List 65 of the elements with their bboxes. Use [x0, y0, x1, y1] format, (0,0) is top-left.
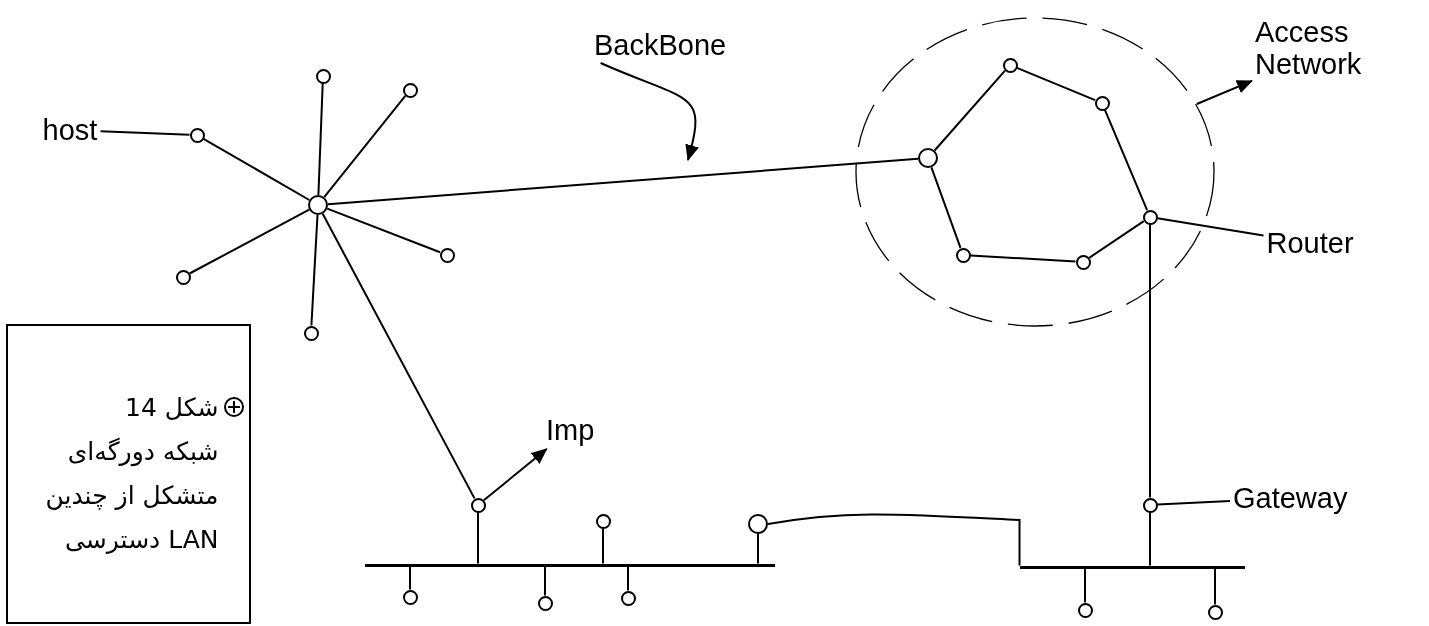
station-circle: [955, 247, 971, 263]
link-line: [544, 565, 546, 597]
link-line: [1088, 220, 1145, 259]
link-line: [477, 511, 479, 565]
link-line: [323, 94, 407, 199]
arrow: [599, 62, 699, 161]
link-line: [757, 533, 759, 565]
station-circle: [537, 595, 553, 611]
node-label: Access Network: [1255, 16, 1405, 80]
node-label: Imp: [546, 414, 595, 446]
station-circle: [470, 497, 486, 513]
node-label: Router: [1266, 227, 1354, 259]
leader-line: [1156, 500, 1231, 506]
station-circle: [620, 590, 636, 606]
node-label: host: [42, 114, 98, 146]
link-line: [317, 82, 324, 196]
link-line: [321, 212, 476, 500]
station-circle: [175, 269, 191, 285]
station-circle: [439, 247, 455, 263]
link-line: [933, 69, 1006, 152]
link-line: [1103, 108, 1149, 212]
station-circle: [1142, 209, 1158, 225]
station-circle: [595, 513, 611, 529]
link-line: [969, 254, 1077, 263]
link-line: [930, 166, 962, 249]
node-label: Gateway: [1233, 482, 1348, 514]
link-line: [409, 565, 411, 591]
link-line: [1084, 567, 1086, 604]
link-line: [1149, 511, 1151, 567]
station-circle: [402, 82, 418, 98]
network-cloud: [855, 17, 1215, 327]
station-circle: [1077, 602, 1093, 618]
caption-text: شبکه دورگه‌ای متشکل از چندین LAN دسترسی: [44, 436, 219, 556]
leader-line: [99, 130, 191, 136]
station-circle: [315, 68, 331, 84]
node-label: BackBone: [594, 29, 727, 61]
link-line: [1149, 223, 1151, 499]
leader-line: [1156, 217, 1265, 237]
link-line: [1015, 66, 1097, 102]
link-line: [327, 157, 919, 206]
station-circle: [1094, 95, 1110, 111]
station-circle: [303, 325, 319, 341]
station-circle: [1207, 604, 1223, 620]
link-line: [1214, 567, 1216, 606]
station-circle: [918, 148, 938, 168]
bus-line: [365, 563, 775, 567]
link-line: [188, 208, 311, 275]
station-circle: [1142, 497, 1158, 513]
link-line: [627, 565, 629, 592]
arrow: [1195, 79, 1253, 105]
link-line: [310, 214, 319, 327]
station-circle: [402, 589, 418, 605]
link-line: [326, 207, 441, 254]
bus-line: [1019, 565, 1245, 569]
caption-box: [5, 324, 251, 624]
station-circle: [189, 127, 205, 143]
link-line: [602, 527, 604, 565]
figure-number: شکل 14: [124, 392, 219, 424]
station-circle: [1002, 57, 1018, 73]
link-line: [202, 137, 311, 201]
station-circle: [1075, 254, 1091, 270]
link-line: [767, 513, 1021, 567]
station-circle: [308, 195, 328, 215]
arrow: [482, 448, 548, 502]
station-circle: [748, 514, 768, 534]
